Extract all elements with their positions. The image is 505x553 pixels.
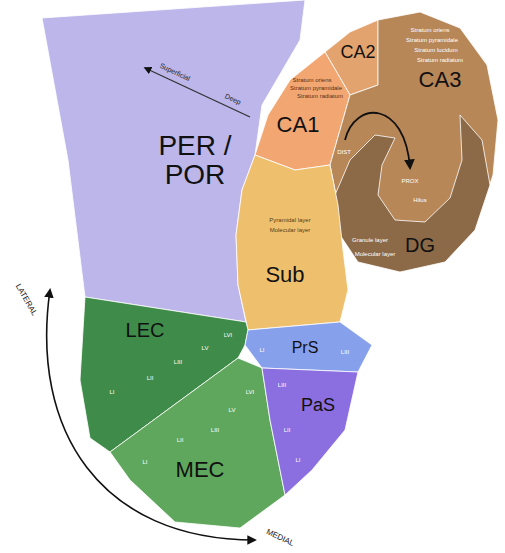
axis-label: DIST (337, 149, 351, 155)
layer-label: LV (202, 345, 209, 351)
axis-arrow (47, 290, 255, 540)
layer-label: Stratum radiatum (297, 93, 343, 99)
region-outline (262, 368, 358, 495)
axis-arrow (345, 113, 410, 168)
layer-label: LIII (174, 359, 182, 365)
layer-label: Stratum pyramidale (406, 37, 458, 43)
layer-label: Pyramidal layer (269, 217, 310, 223)
layer-label: LI (142, 459, 147, 465)
region-shape (245, 322, 372, 372)
layer-label: LIII (341, 349, 349, 355)
region-label: Sub (265, 263, 304, 286)
layer-label: LIII (278, 382, 286, 388)
region-shape (236, 155, 348, 330)
layer-label: LI (259, 347, 264, 353)
region-shape (110, 358, 285, 528)
axis-label: LATERAL (14, 283, 38, 317)
depth-arrow (145, 68, 250, 117)
layer-label: LII (147, 375, 154, 381)
region-label: CA1 (277, 113, 320, 136)
layer-label: Stratum radiatum (417, 57, 463, 63)
region-shape (262, 368, 358, 495)
layer-label: LVI (224, 332, 233, 338)
layer-label: LVI (246, 389, 255, 395)
layer-label: LII (177, 437, 184, 443)
region-label: MEC (176, 458, 225, 481)
brain-region: Sub (236, 155, 348, 330)
region-outline (236, 155, 348, 330)
layer-label: LI (109, 389, 114, 395)
region-label: PER / POR (148, 131, 243, 190)
axis-label: PROX (401, 178, 418, 184)
region-label: PaS (301, 396, 335, 415)
region-label: DG (405, 235, 435, 256)
region-outline (110, 358, 285, 528)
layer-label: LII (284, 427, 291, 433)
layer-label: LV (229, 407, 236, 413)
layer-label: LI (295, 457, 300, 463)
layer-label: Molecular layer (270, 227, 311, 233)
region-label: PrS (292, 340, 319, 357)
layer-label: Stratum oriens (292, 77, 331, 83)
layer-label: Hilus (413, 197, 426, 203)
brain-region: DG (335, 115, 490, 272)
layer-label: LIII (211, 427, 219, 433)
region-shape (335, 115, 490, 272)
region-label: LEC (126, 320, 165, 341)
region-label: CA2 (340, 43, 375, 62)
layer-label: Molecular layer (355, 251, 396, 257)
layer-label: Stratum pyramidale (290, 85, 342, 91)
axis-label: MEDIAL (265, 528, 295, 548)
layer-label: Stratum oriens (410, 27, 449, 33)
brain-region: MEC (110, 358, 285, 528)
brain-region: PaS (262, 368, 358, 495)
layer-label: Stratum lucidum (414, 47, 457, 53)
region-label: CA3 (419, 68, 462, 91)
layer-label: Granule layer (352, 237, 388, 243)
